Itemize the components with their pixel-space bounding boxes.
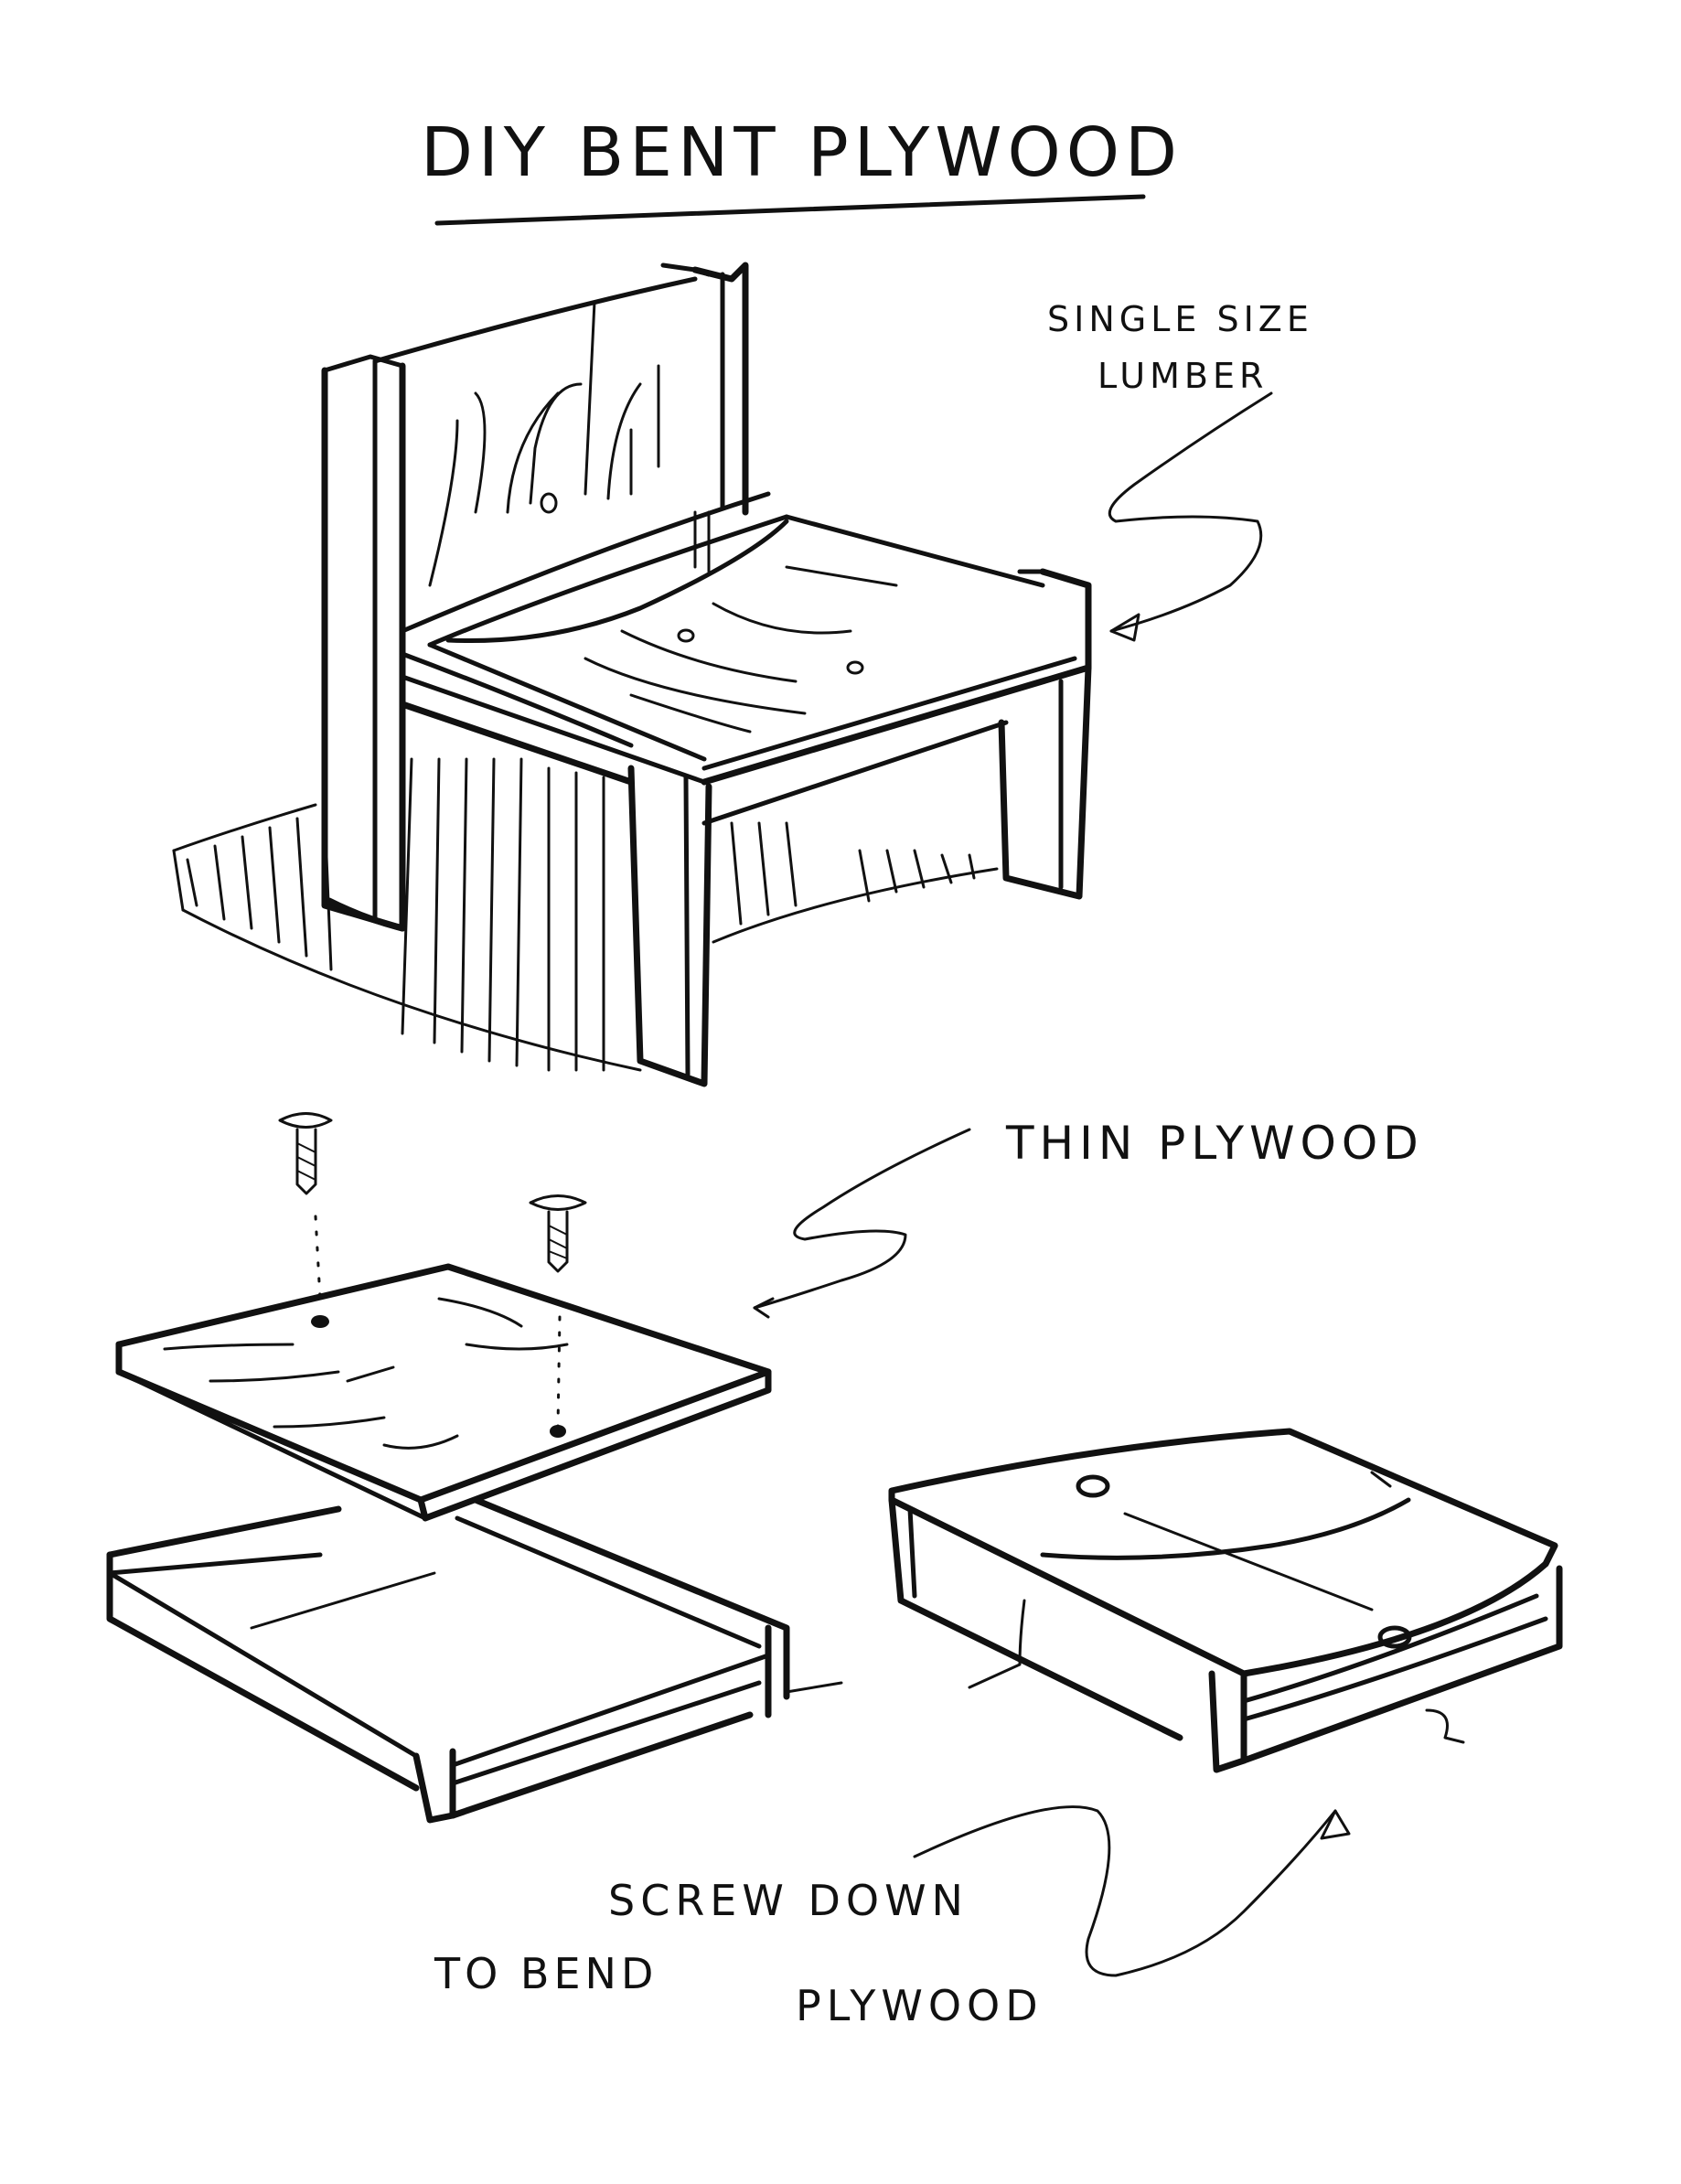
sketch-title: DIY Bent Plywood bbox=[421, 113, 1183, 192]
screw-down-leader-arrow bbox=[913, 1805, 1351, 1977]
label-lumber: Lumber bbox=[1097, 356, 1269, 396]
plywood-sheet bbox=[115, 1263, 772, 1522]
bent-seat-assembly bbox=[888, 1428, 1563, 1773]
label-screw-down: Screw down bbox=[608, 1876, 969, 1925]
front-legs bbox=[627, 664, 1092, 1087]
label-plywood: Plywood bbox=[796, 1981, 1044, 2030]
label-thin-plywood: Thin Plywood bbox=[1006, 1117, 1424, 1170]
backrest-panel bbox=[372, 262, 749, 587]
seat-frame bbox=[399, 491, 1092, 826]
open-frame bbox=[106, 1496, 843, 1824]
label-single-size: Single size bbox=[1047, 299, 1313, 339]
chair-shadow bbox=[172, 757, 999, 1072]
label-to-bend: to Bend bbox=[434, 1949, 658, 1998]
lumber-leader-arrow bbox=[1108, 391, 1273, 642]
screw-icon bbox=[529, 1194, 587, 1429]
title-underline bbox=[434, 194, 1146, 226]
seat-plywood bbox=[427, 510, 898, 762]
back-post bbox=[321, 354, 406, 932]
thin-plywood-leader-arrow bbox=[753, 1128, 971, 1319]
chair-illustration bbox=[172, 262, 1092, 1087]
screw-icon bbox=[278, 1112, 333, 1301]
